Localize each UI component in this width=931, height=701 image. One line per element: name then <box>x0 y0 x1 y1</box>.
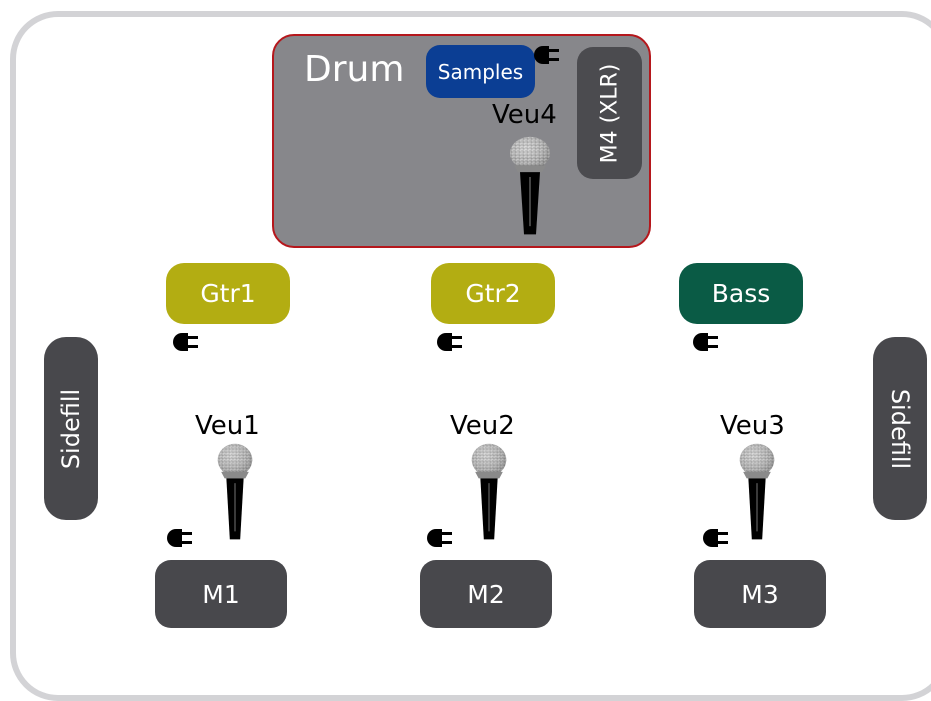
samples-label: Samples <box>437 59 524 84</box>
power-plug-icon <box>533 45 563 65</box>
mic-label-veu3: Veu3 <box>720 411 785 441</box>
monitor-m2: M2 <box>420 560 552 628</box>
power-plug-icon <box>426 528 456 548</box>
power-plug-icon <box>172 332 202 352</box>
power-plug-icon <box>166 528 196 548</box>
power-plug-icon <box>692 332 722 352</box>
mic-label-veu2: Veu2 <box>450 411 515 441</box>
mic-label-veu1: Veu1 <box>195 411 260 441</box>
monitor-m4-label: M4 (XLR) <box>597 63 623 163</box>
monitor-m1-label: M1 <box>202 579 240 609</box>
microphone-icon <box>738 443 776 541</box>
amp-gtr2-label: Gtr2 <box>465 279 521 308</box>
sidefill-right: Sidefill <box>873 337 927 520</box>
amp-bass: Bass <box>679 263 803 324</box>
power-plug-icon <box>702 528 732 548</box>
monitor-m2-label: M2 <box>467 579 505 609</box>
microphone-icon <box>508 136 552 236</box>
microphone-icon <box>216 443 254 541</box>
sidefill-left: Sidefill <box>44 337 98 520</box>
samples-box: Samples <box>426 45 535 98</box>
amp-gtr1-label: Gtr1 <box>200 279 256 308</box>
sidefill-left-label: Sidefill <box>57 388 86 469</box>
amp-bass-label: Bass <box>711 279 771 308</box>
amp-gtr1: Gtr1 <box>166 263 290 324</box>
microphone-icon <box>470 443 508 541</box>
drum-label: Drum <box>304 49 405 90</box>
mic-label-veu4: Veu4 <box>492 100 557 130</box>
power-plug-icon <box>436 332 466 352</box>
monitor-m3-label: M3 <box>741 579 779 609</box>
monitor-m1: M1 <box>155 560 287 628</box>
monitor-m3: M3 <box>694 560 826 628</box>
monitor-m4: M4 (XLR) <box>577 47 642 179</box>
amp-gtr2: Gtr2 <box>431 263 555 324</box>
sidefill-right-label: Sidefill <box>886 388 915 469</box>
